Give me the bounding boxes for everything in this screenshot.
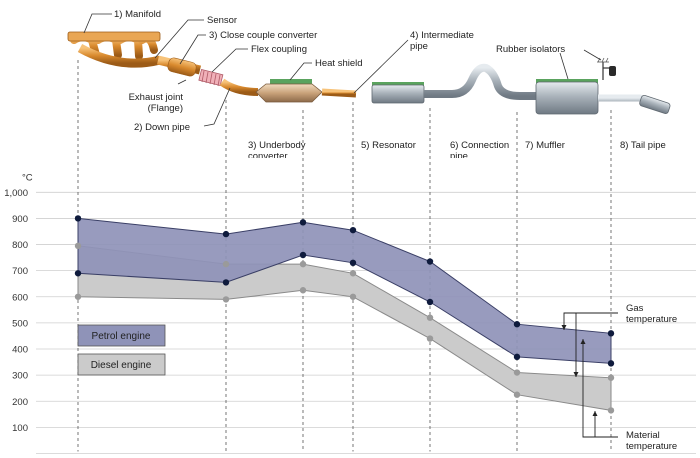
label-manifold: 1) Manifold [114, 9, 161, 20]
close-couple-converter-part [156, 55, 202, 77]
diesel-upper-point [349, 270, 357, 277]
diesel-lower-point [426, 335, 434, 342]
y-axis-ticks: 1,000 900 800 700 600 500 400 300 200 100 [4, 188, 28, 434]
diesel-upper-point [513, 369, 521, 376]
y-tick-label: 200 [12, 397, 28, 408]
label-exhaust-joint: Exhaust joint(Flange) [129, 92, 184, 114]
petrol-upper-point [607, 330, 615, 337]
petrol-upper-point [74, 215, 82, 222]
manifold-part [67, 31, 162, 68]
legend-swatch-petrol [77, 324, 166, 347]
petrol-lower-point [513, 353, 521, 361]
petrol-lower-point [222, 279, 230, 286]
label-tail-pipe: 8) Tail pipe [620, 140, 666, 151]
underbody-converter-part [255, 79, 357, 103]
resonator-part [371, 82, 425, 104]
flex-coupling-part [198, 69, 224, 87]
exhaust-system-drawing [67, 31, 671, 115]
y-tick-label: 1,000 [4, 188, 28, 199]
label-close-couple-converter: 3) Close couple converter [209, 30, 317, 41]
petrol-lower-point [299, 251, 307, 259]
legend-label-diesel: Diesel engine [91, 360, 152, 371]
y-tick-label: 900 [12, 214, 28, 225]
callout-arrowheads [561, 325, 598, 416]
label-sensor: Sensor [207, 15, 237, 26]
petrol-upper-point [349, 226, 357, 234]
y-tick-label: 400 [12, 345, 28, 356]
muffler-part [535, 79, 599, 115]
label-rubber-isolators: Rubber isolators [496, 44, 565, 55]
label-flex-coupling: Flex coupling [251, 44, 307, 55]
tail-pipe-part [598, 94, 671, 114]
legend-swatch-diesel [77, 353, 166, 376]
petrol-upper-point [299, 219, 307, 226]
diesel-lower-point [607, 407, 615, 414]
diesel-upper-point [607, 374, 615, 381]
diagram-labels [83, 13, 602, 127]
down-pipe-part [219, 78, 259, 96]
petrol-lower-point [607, 360, 615, 367]
y-tick-label: 500 [12, 318, 28, 329]
y-tick-label: 700 [12, 266, 28, 277]
label-down-pipe: 2) Down pipe [134, 122, 190, 133]
diesel-upper-point [426, 314, 434, 321]
label-muffler: 7) Muffler [525, 140, 565, 151]
y-tick-label: 100 [12, 423, 28, 434]
diesel-lower-point [299, 287, 307, 294]
petrol-upper-point [222, 230, 230, 238]
rubber-isolator-part [597, 57, 616, 80]
petrol-lower-point [349, 259, 357, 267]
diesel-upper-point [299, 260, 307, 268]
label-resonator: 5) Resonator [361, 140, 416, 151]
connection-pipe-part [424, 63, 540, 100]
diesel-lower-point [349, 293, 357, 300]
y-axis-unit: °C [22, 172, 33, 183]
legend-label-petrol: Petrol engine [92, 331, 151, 342]
petrol-lower-point [426, 298, 434, 306]
diesel-lower-point [513, 391, 521, 398]
petrol-upper-point [513, 321, 521, 328]
y-tick-label: 300 [12, 371, 28, 382]
data-points [74, 215, 615, 414]
legend: Petrol engine Diesel engine [77, 324, 166, 376]
diesel-lower-point [74, 293, 82, 300]
petrol-upper-point [426, 258, 434, 265]
y-tick-label: 800 [12, 240, 28, 251]
diesel-upper-point [222, 260, 230, 268]
label-heat-shield: Heat shield [315, 58, 363, 69]
petrol-lower-point [74, 270, 82, 277]
diesel-lower-point [222, 296, 230, 303]
y-tick-label: 600 [12, 292, 28, 303]
diesel-upper-point [74, 242, 82, 250]
